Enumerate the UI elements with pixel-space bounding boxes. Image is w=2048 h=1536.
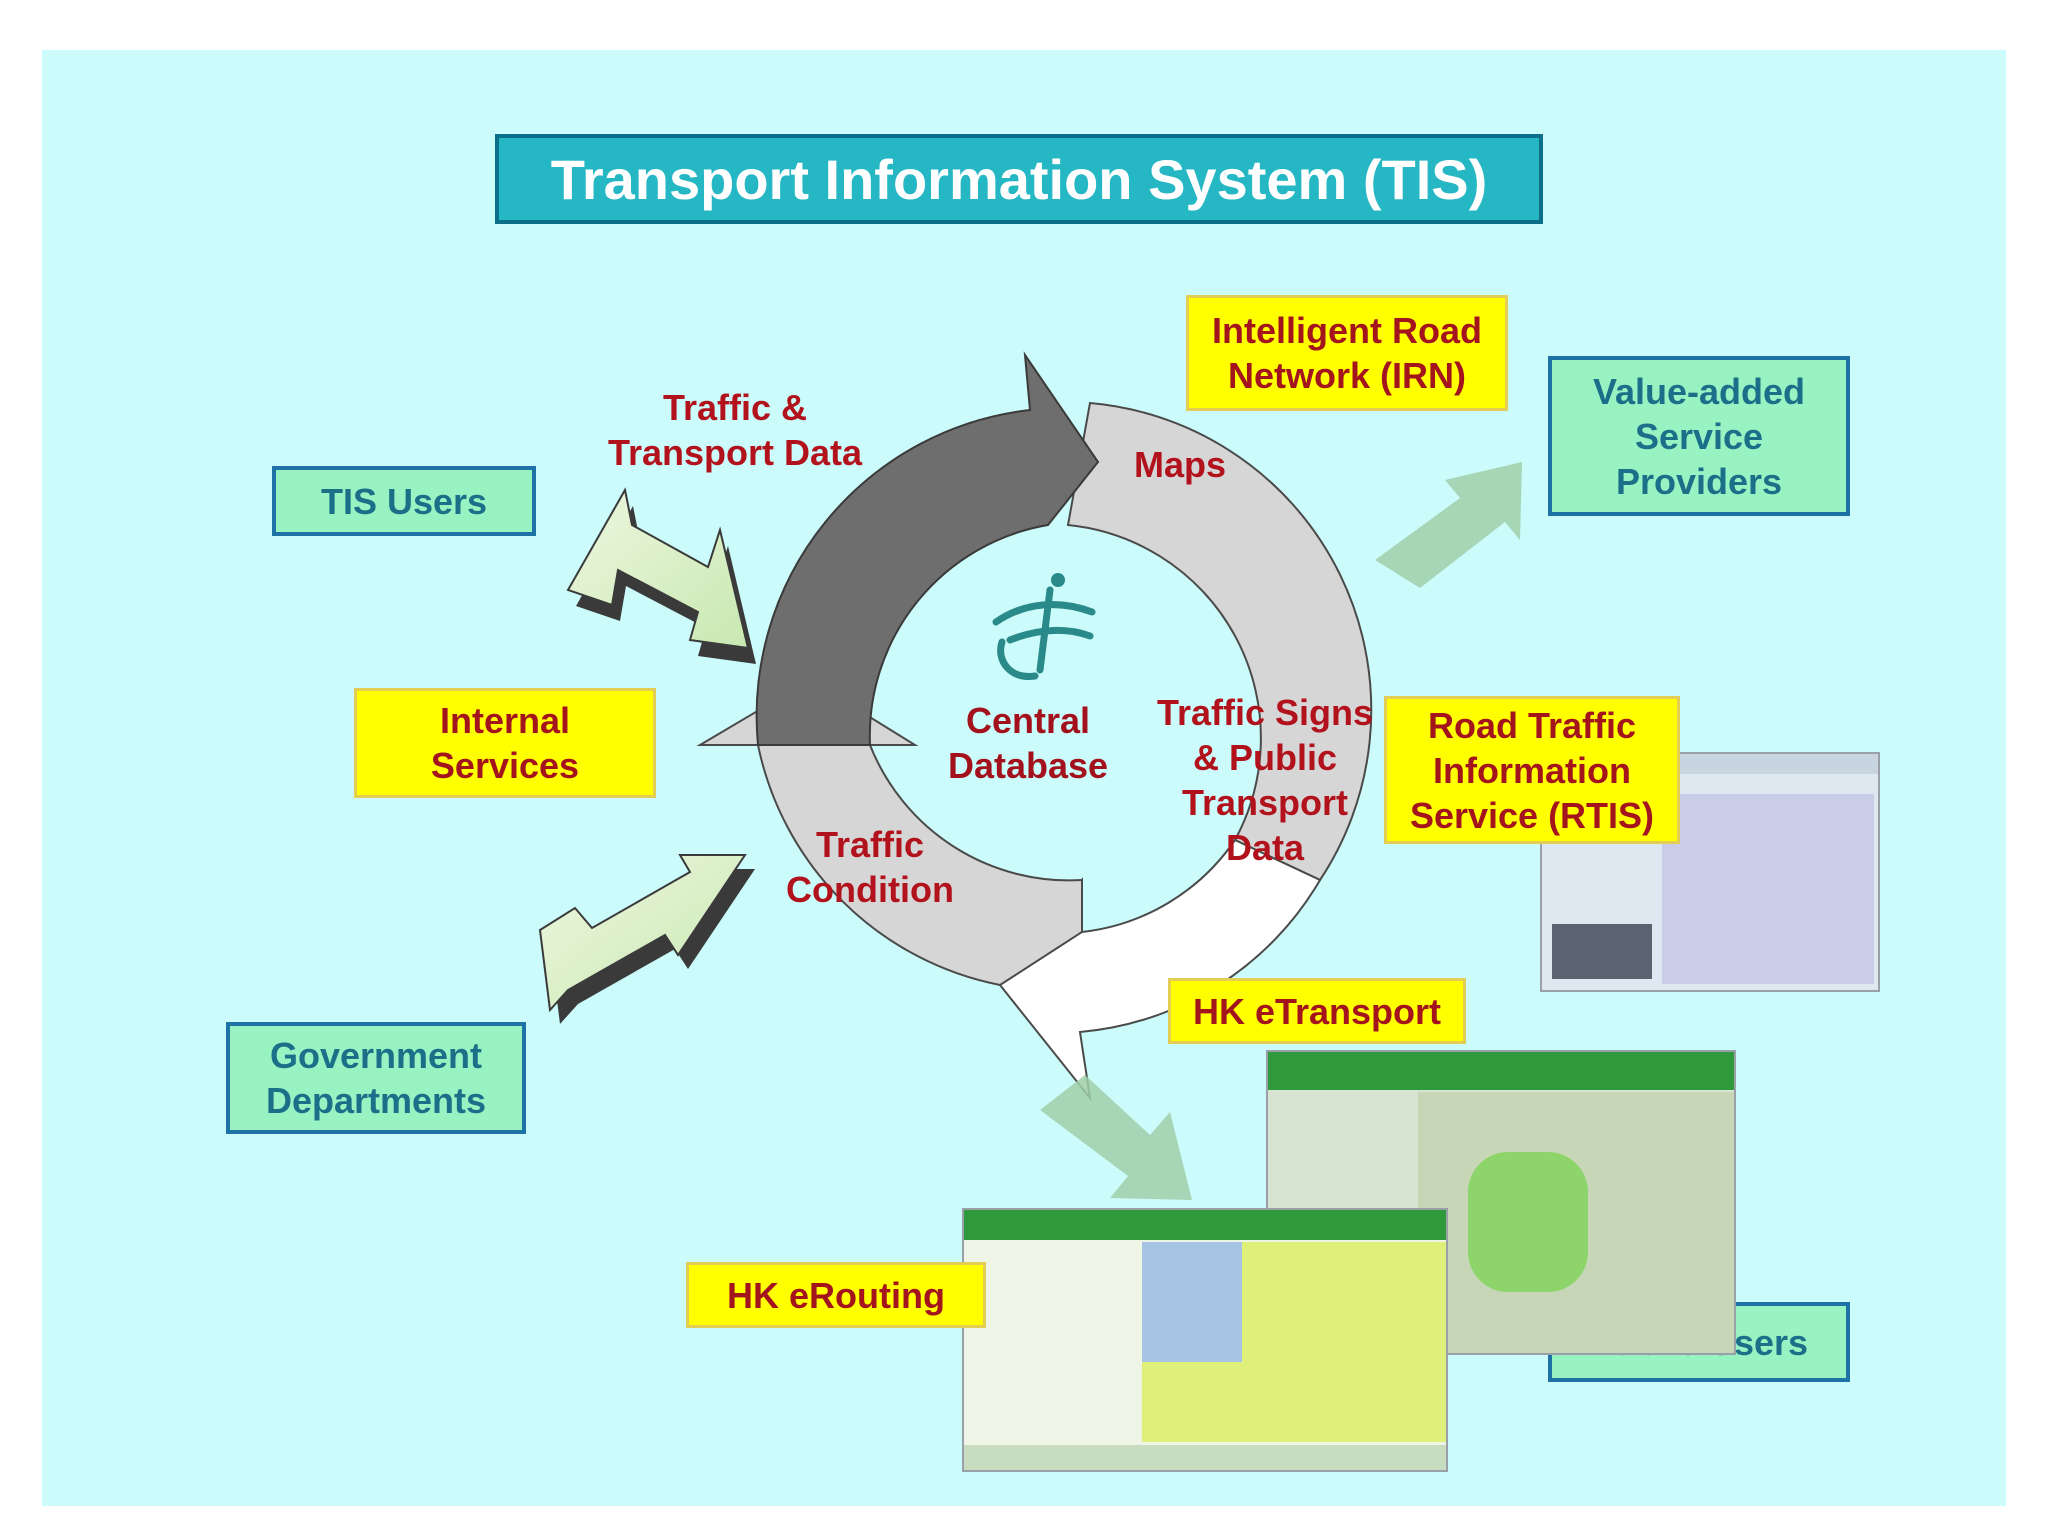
cycle-arrow-data: [755, 351, 1100, 746]
box-internal-services: Internal Services: [354, 688, 656, 798]
label-traffic-condition: Traffic Condition: [786, 824, 954, 910]
arrow-to-value-added: [1375, 462, 1522, 588]
label-traffic-signs: Traffic Signs & Public Transport Data: [1156, 692, 1374, 868]
label-maps: Maps: [1133, 444, 1227, 485]
central-database-label: Central Database: [947, 700, 1109, 786]
box-tis-users: TIS Users: [272, 466, 536, 536]
label-traffic-transport-data: Traffic & Transport Data: [607, 387, 863, 473]
box-government-departments: Government Departments: [226, 1022, 526, 1134]
double-arrow-tis-users: [566, 487, 756, 664]
box-rtis: Road Traffic Information Service (RTIS): [1384, 696, 1680, 844]
diagram-title: Transport Information System (TIS): [495, 134, 1543, 224]
td-logo-icon: [992, 573, 1096, 680]
erouting-screenshot-image: [962, 1208, 1448, 1472]
box-hk-erouting: HK eRouting: [686, 1262, 986, 1328]
box-hk-etransport: HK eTransport: [1168, 978, 1466, 1044]
cycle-arrow-maps: [1066, 401, 1373, 882]
double-arrow-government: [538, 854, 755, 1024]
box-value-added-providers: Value-added Service Providers: [1548, 356, 1850, 516]
box-intelligent-road-network: Intelligent Road Network (IRN): [1186, 295, 1508, 411]
arrow-to-public-apps: [1040, 1075, 1192, 1200]
